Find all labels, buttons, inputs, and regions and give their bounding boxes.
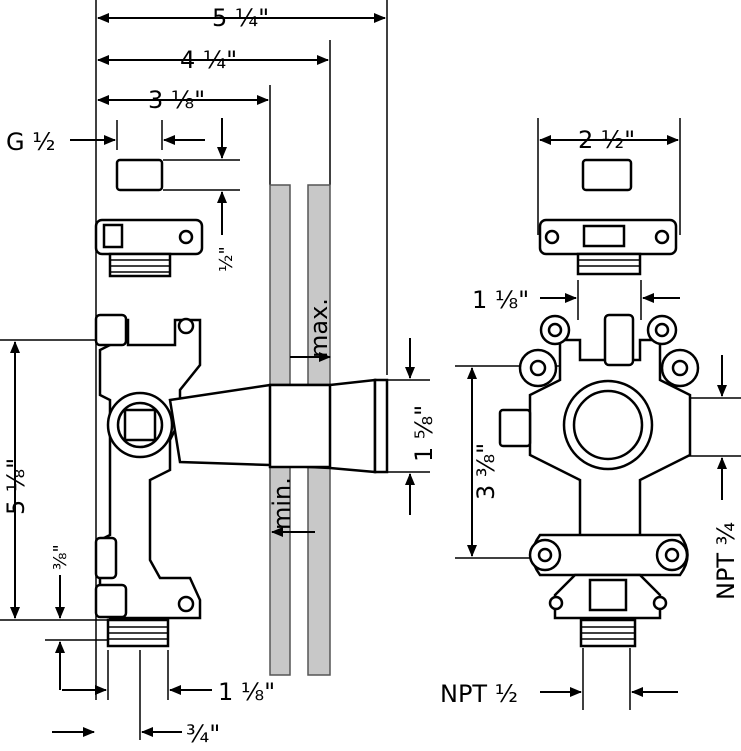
dim-width-min-label: 3 ⅛" bbox=[148, 86, 205, 114]
dim-width-max: 4 ¼" bbox=[97, 46, 329, 74]
right-port-label: 1 ⅛" bbox=[472, 286, 529, 314]
dim-width-min: 3 ⅛" bbox=[97, 86, 269, 114]
max-label: max. bbox=[305, 298, 333, 358]
dim-offset-left: ⅜" bbox=[50, 544, 71, 690]
dim-npt-side: NPT ¾ bbox=[712, 355, 740, 600]
dim-overall-width: 5 ¼" bbox=[97, 4, 386, 32]
left-valve-body bbox=[94, 313, 389, 648]
right-valve-body bbox=[498, 313, 700, 648]
dim-width-max-label: 4 ¼" bbox=[180, 46, 237, 74]
thread-size-label: G ½ bbox=[6, 128, 56, 156]
bottom-a-label: 1 ⅛" bbox=[218, 678, 275, 706]
min-indicator: min. bbox=[268, 477, 315, 537]
dim-right-width: 2 ½" bbox=[539, 126, 679, 154]
dim-height-left: 5 ⅛" bbox=[2, 341, 30, 619]
right-cap bbox=[581, 158, 633, 192]
right-height-label: 3 ⅜" bbox=[472, 443, 500, 500]
dim-bottom-a: 1 ⅛" bbox=[62, 678, 275, 706]
max-indicator: max. bbox=[290, 298, 333, 362]
dim-right-port: 1 ⅛" bbox=[472, 286, 680, 314]
dim-outlet-height: 1 ⅝" bbox=[405, 338, 438, 515]
right-width-label: 2 ½" bbox=[578, 126, 635, 154]
dim-bottom-b: ¾" bbox=[52, 720, 220, 748]
left-plug bbox=[94, 218, 204, 278]
dim-overall-width-label: 5 ¼" bbox=[212, 4, 269, 32]
bottom-b-label: ¾" bbox=[186, 720, 220, 748]
offset-left-label: ⅜" bbox=[50, 544, 71, 570]
dim-thread-size: G ½ bbox=[6, 128, 205, 156]
dim-npt-bottom: NPT ½ bbox=[440, 680, 678, 708]
height-left-label: 5 ⅛" bbox=[2, 458, 30, 515]
cap-height-label: ½" bbox=[216, 246, 237, 272]
right-plug bbox=[538, 218, 678, 276]
min-label: min. bbox=[268, 477, 296, 530]
dim-right-height: 3 ⅜" bbox=[467, 367, 500, 557]
npt-bottom-label: NPT ½ bbox=[440, 680, 518, 708]
npt-side-label: NPT ¾ bbox=[712, 522, 740, 600]
left-cap bbox=[115, 158, 164, 192]
dim-cap-height: ½" bbox=[216, 118, 237, 272]
left-extension-lines bbox=[0, 0, 430, 740]
outlet-height-label: 1 ⅝" bbox=[410, 405, 438, 462]
